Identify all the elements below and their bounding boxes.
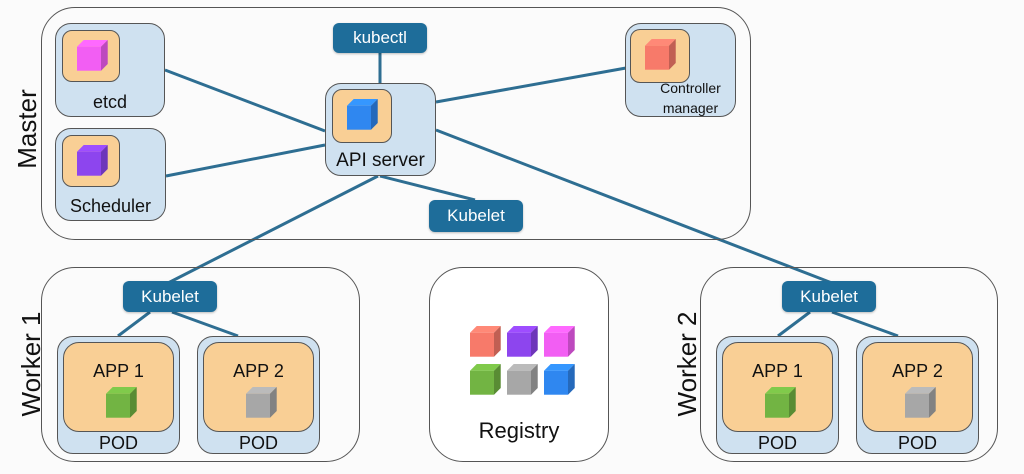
api-server-component[interactable]: API server [325, 83, 436, 176]
line-api-worker1-kubelet [167, 174, 379, 285]
worker2-kubelet-tag[interactable]: Kubelet [782, 281, 876, 312]
app-label: APP 1 [752, 361, 803, 381]
cube-icon [645, 39, 676, 75]
registry-cube-icon [470, 364, 501, 400]
master-node [41, 7, 751, 240]
kubectl-tag[interactable]: kubectl [333, 23, 427, 53]
app-container: APP 2 [203, 342, 314, 432]
registry-label: Registry [478, 418, 560, 443]
controller-manager-component[interactable]: Controller manager [625, 23, 736, 117]
cube-icon [765, 387, 796, 423]
worker1-pod-1[interactable]: APP 1 POD [57, 336, 180, 454]
controller-manager-label-2: manager [662, 100, 719, 116]
registry-cube-icon [544, 364, 575, 400]
cube-icon [106, 387, 137, 423]
line-w2-kubelet-pod2 [831, 310, 899, 338]
worker2-pod-1[interactable]: APP 1 POD [716, 336, 839, 454]
etcd-label: etcd [92, 92, 128, 112]
pod-label: POD [757, 433, 797, 453]
etcd-component[interactable]: etcd [55, 23, 165, 117]
app-container: APP 1 [722, 342, 833, 432]
controller-manager-label-1: Controller [660, 80, 721, 96]
line-api-worker2-kubelet [435, 128, 833, 285]
app-label: APP 1 [93, 361, 144, 381]
api-server-container [332, 89, 392, 143]
pod-label: POD [897, 433, 937, 453]
app-container: APP 1 [63, 342, 174, 432]
app-label: APP 2 [892, 361, 943, 381]
worker1-kubelet-tag[interactable]: Kubelet [123, 281, 217, 312]
line-w2-kubelet-pod1 [777, 310, 811, 338]
registry-cube-icon [507, 326, 538, 362]
worker1-label: Worker 1 [16, 311, 46, 417]
worker2-pod-2[interactable]: APP 2 POD [856, 336, 979, 454]
worker1-node [41, 267, 360, 462]
registry-cube-icon [470, 326, 501, 362]
cube-icon [347, 99, 378, 135]
cube-icon [77, 40, 108, 76]
master-kubelet-tag[interactable]: Kubelet [429, 200, 523, 232]
registry-cube-icon [507, 364, 538, 400]
registry-cube-icon [544, 326, 575, 362]
worker2-node [700, 267, 998, 462]
scheduler-label: Scheduler [69, 196, 152, 216]
app-container: APP 2 [862, 342, 973, 432]
line-w1-kubelet-pod2 [171, 310, 239, 338]
line-scheduler-api [165, 143, 326, 178]
etcd-container [62, 30, 120, 82]
scheduler-component[interactable]: Scheduler [55, 128, 166, 221]
cube-icon [905, 387, 936, 423]
line-api-kubelet-master [379, 174, 476, 202]
app-label: APP 2 [233, 361, 284, 381]
registry-node[interactable]: Registry [429, 267, 609, 462]
line-w1-kubelet-pod1 [117, 310, 151, 338]
scheduler-container [62, 135, 120, 187]
master-label: Master [12, 89, 42, 169]
worker1-pod-2[interactable]: APP 2 POD [197, 336, 320, 454]
pod-label: POD [98, 433, 138, 453]
controller-manager-container [630, 29, 690, 83]
pod-label: POD [238, 433, 278, 453]
cube-icon [246, 387, 277, 423]
worker2-label: Worker 2 [672, 311, 702, 417]
cube-icon [77, 145, 108, 181]
line-etcd-api [164, 68, 326, 133]
api-server-label: API server [336, 150, 425, 171]
registry-cubes [470, 326, 580, 396]
line-api-controller [435, 66, 627, 104]
